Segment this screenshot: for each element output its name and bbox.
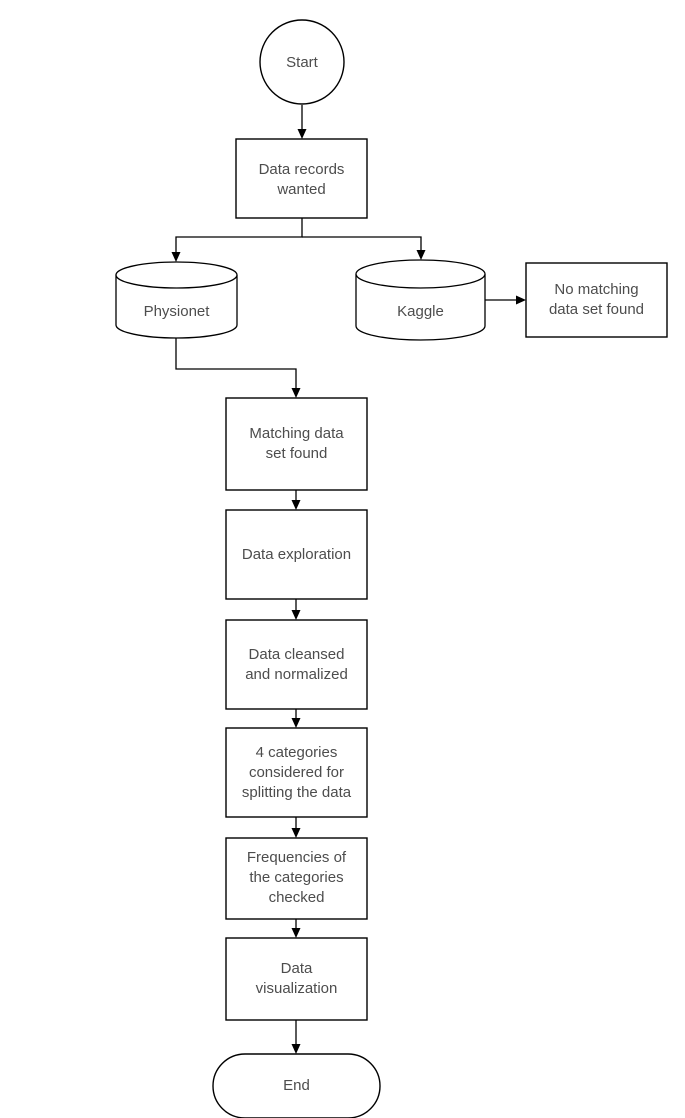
node-end[interactable]: End — [212, 1053, 381, 1118]
node-data-cleansed-and-normalized[interactable]: Data cleansed and normalized — [225, 619, 368, 710]
end-stadium-shape — [212, 1053, 381, 1118]
node-categories-considered[interactable]: 4 categories considered for splitting th… — [225, 727, 368, 818]
frequencies-checked-label-line3: checked — [269, 889, 325, 906]
no-matching-data-set-found-label-line2: data set found — [549, 301, 644, 318]
data-exploration-rect-shape — [225, 509, 368, 600]
frequencies-checked-label-line2: the categories — [249, 869, 343, 886]
data-records-wanted-label-line1: Data records — [259, 161, 345, 178]
frequencies-checked-rect-shape — [225, 837, 368, 920]
data-cleansed-and-normalized-rect-shape — [225, 619, 368, 710]
edge-data-exploration-to-data-cleansed — [291, 599, 301, 620]
no-matching-data-set-found-rect-shape — [525, 262, 668, 338]
edge-physionet-to-matching-data-set-found — [175, 338, 301, 398]
node-data-visualization[interactable]: Data visualization — [225, 937, 368, 1021]
data-visualization-rect-shape — [225, 937, 368, 1021]
node-data-exploration[interactable]: Data exploration — [225, 509, 368, 600]
data-cleansed-and-normalized-label-line1: Data cleansed — [249, 646, 345, 663]
edge-matching-data-set-found-to-data-exploration — [291, 490, 301, 510]
physionet-cylinder-top — [115, 261, 238, 289]
end-label: End — [283, 1077, 310, 1094]
no-matching-data-set-found-label-line1: No matching — [554, 281, 638, 298]
node-no-matching-data-set-found[interactable]: No matching data set found — [525, 262, 668, 338]
edge-data-cleansed-to-categories-considered — [291, 709, 301, 728]
edge-start-to-data-records-wanted — [297, 105, 307, 139]
edge-kaggle-to-no-matching-data-set-found — [485, 295, 526, 305]
edge-categories-considered-to-frequencies-checked — [291, 817, 301, 838]
data-records-wanted-rect-shape — [235, 138, 368, 219]
kaggle-cylinder-top — [355, 259, 486, 289]
data-exploration-label: Data exploration — [242, 546, 351, 563]
edge-data-visualization-to-end — [291, 1020, 301, 1054]
connectors-layer — [171, 105, 526, 1054]
categories-considered-label-line2: considered for — [249, 764, 344, 781]
edge-frequencies-checked-to-data-visualization — [291, 919, 301, 938]
node-kaggle[interactable]: Kaggle — [355, 259, 486, 341]
edge-data-records-wanted-to-kaggle — [302, 236, 426, 260]
matching-data-set-found-label-line1: Matching data — [249, 425, 344, 442]
categories-considered-label-line3: splitting the data — [242, 784, 352, 801]
start-label: Start — [286, 54, 319, 71]
categories-considered-label-line1: 4 categories — [256, 744, 338, 761]
kaggle-cylinder-body — [355, 274, 486, 341]
edge-data-records-wanted-to-physionet — [171, 218, 303, 262]
node-start[interactable]: Start — [259, 19, 345, 105]
node-matching-data-set-found[interactable]: Matching data set found — [225, 397, 368, 491]
node-frequencies-checked[interactable]: Frequencies of the categories checked — [225, 837, 368, 920]
data-visualization-label-line1: Data — [281, 960, 313, 977]
start-circle-shape — [259, 19, 345, 105]
kaggle-label: Kaggle — [397, 303, 444, 320]
categories-considered-rect-shape — [225, 727, 368, 818]
matching-data-set-found-rect-shape — [225, 397, 368, 491]
data-visualization-label-line2: visualization — [256, 980, 338, 997]
node-physionet[interactable]: Physionet — [115, 261, 238, 339]
data-records-wanted-label-line2: wanted — [276, 181, 325, 198]
data-cleansed-and-normalized-label-line2: and normalized — [245, 666, 348, 683]
physionet-cylinder-body — [115, 275, 238, 339]
node-data-records-wanted[interactable]: Data records wanted — [235, 138, 368, 219]
physionet-label: Physionet — [144, 303, 211, 320]
matching-data-set-found-label-line2: set found — [266, 445, 328, 462]
frequencies-checked-label-line1: Frequencies of — [247, 849, 347, 866]
